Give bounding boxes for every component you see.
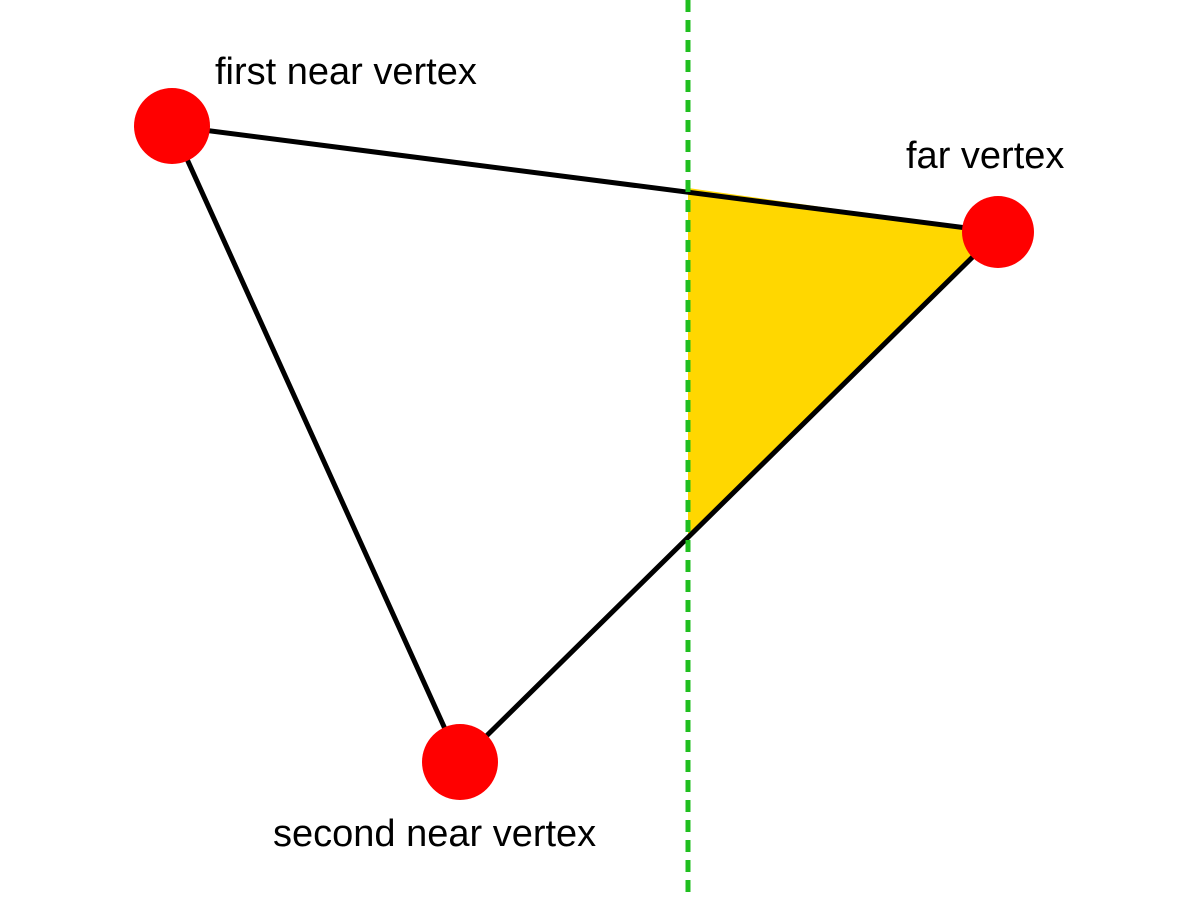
second-near-vertex-label: second near vertex xyxy=(273,813,596,855)
first-near-vertex-dot xyxy=(134,88,210,164)
edge-second-to-far xyxy=(457,229,1001,765)
far-vertex-dot xyxy=(962,196,1034,268)
first-near-vertex-label: first near vertex xyxy=(215,51,477,93)
clipped-region xyxy=(688,188,998,540)
far-vertex-label: far vertex xyxy=(906,135,1064,177)
second-near-vertex-dot xyxy=(422,724,498,800)
edge-first-to-second xyxy=(169,123,463,765)
edge-first-to-far xyxy=(169,123,1001,235)
